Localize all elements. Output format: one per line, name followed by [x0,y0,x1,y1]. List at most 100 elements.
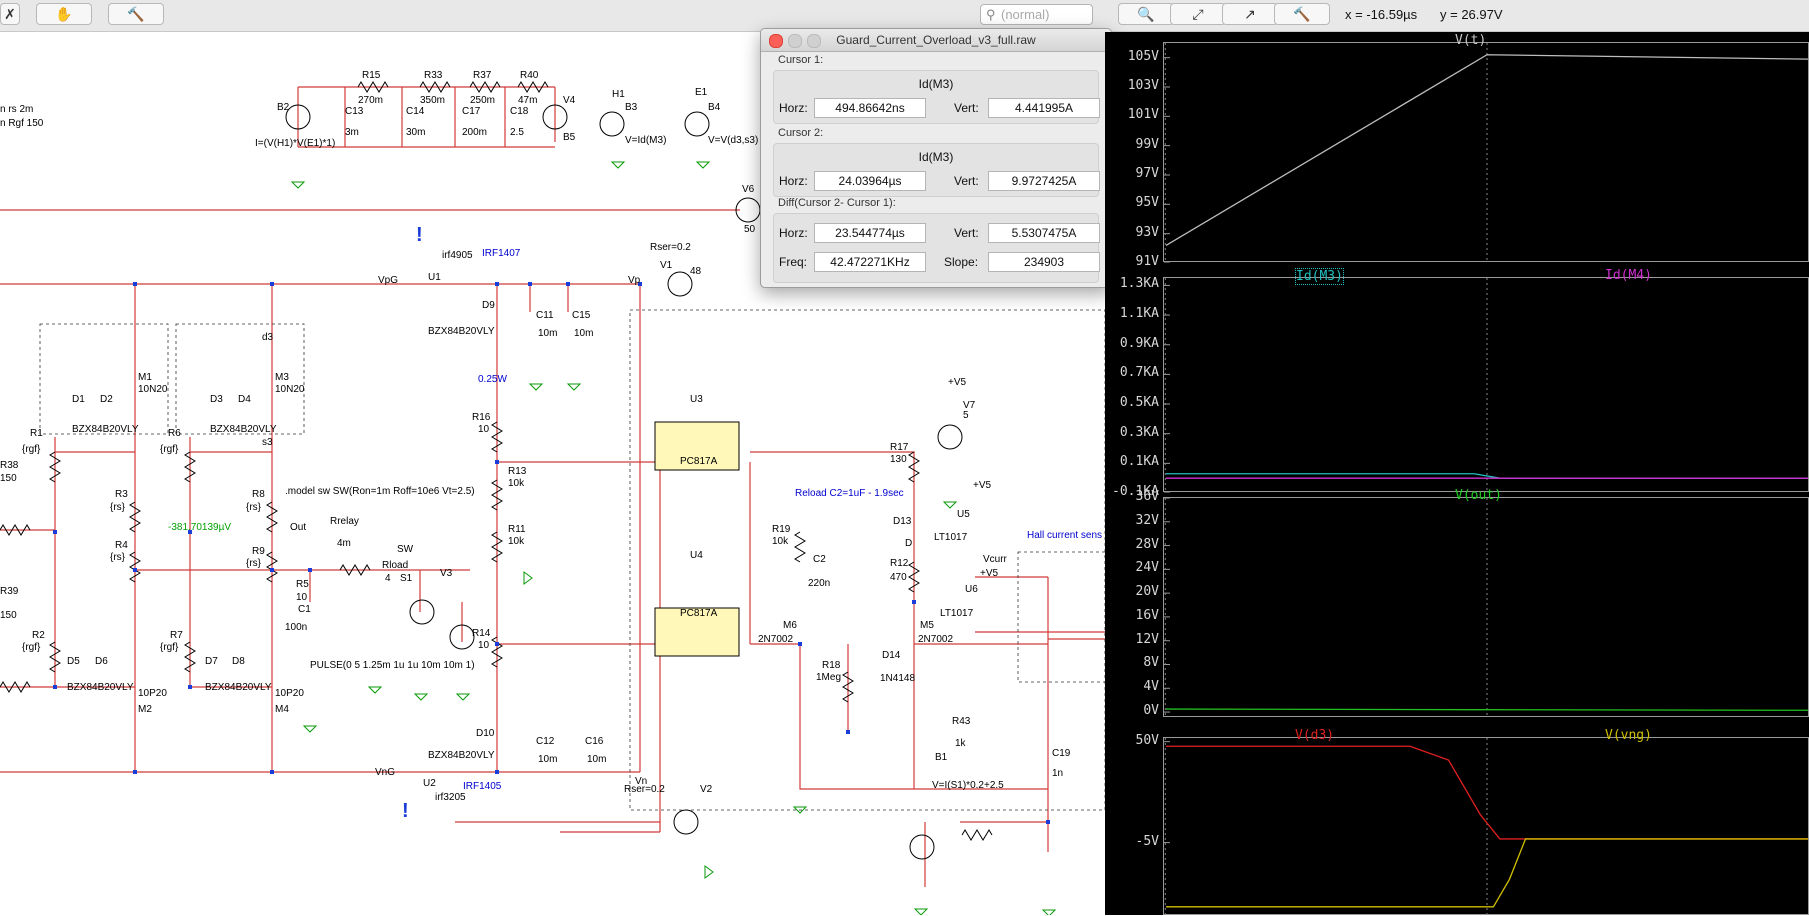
schematic-label[interactable]: M5 [920,620,934,631]
schematic-label[interactable]: 48 [690,266,702,277]
trace-name[interactable]: Id(M4) [1605,268,1652,283]
schematic-label[interactable]: U1 [428,272,441,283]
schematic-label[interactable]: M3 [275,372,289,383]
schematic-label[interactable]: Vp [628,275,641,286]
schematic-label[interactable]: R3 [115,489,128,500]
schematic-label[interactable]: 10k [508,478,525,489]
schematic-label[interactable]: irf3205 [435,792,466,803]
schematic-label[interactable]: {rgf} [22,642,41,653]
search-input[interactable]: ⚲ (normal) [980,4,1093,25]
schematic-label[interactable]: 10m [587,754,607,765]
schematic-label[interactable]: U4 [690,550,703,561]
schematic-label[interactable]: V=I(S1)*0.2+2.5 [932,780,1004,791]
schematic-label[interactable]: R15 [362,70,381,81]
waveform-pane[interactable] [1163,497,1809,718]
schematic-label[interactable]: R43 [952,716,971,727]
schematic-label[interactable]: irf4905 [442,250,473,261]
schematic-label[interactable]: {rs} [246,558,262,569]
schematic-label[interactable]: 1k [955,738,966,749]
schematic-label[interactable]: {rs} [246,502,262,513]
minimize-icon[interactable] [788,34,802,48]
schematic-label[interactable]: R9 [252,546,265,557]
schematic-label[interactable]: V=V(d3,s3) [708,135,759,146]
schematic-label[interactable]: D [905,538,913,549]
schematic-label[interactable]: +V5 [973,480,992,491]
cursor1-vert-field[interactable]: 4.441995A [988,98,1100,118]
schematic-label[interactable]: 2.5 [510,127,524,138]
schematic-label[interactable]: D14 [882,650,901,661]
schematic-label[interactable]: Out [290,522,307,533]
schematic-label[interactable]: B5 [563,132,576,143]
schematic-label[interactable]: R1 [30,428,43,439]
schematic-label[interactable]: C16 [585,736,604,747]
schematic-label[interactable]: R7 [170,630,183,641]
trace-name[interactable]: V(vng) [1605,728,1652,743]
schematic-label[interactable]: 470 [890,572,907,583]
schematic-label[interactable]: D3 [210,394,223,405]
schematic-label[interactable]: B4 [708,102,721,113]
schematic-label[interactable]: PC817A [680,608,718,619]
zoom-icon[interactable] [807,34,821,48]
schematic-label[interactable]: M1 [138,372,152,383]
schematic-label[interactable]: V7 [963,400,976,411]
schematic-label[interactable]: Rrelay [330,516,359,527]
schematic-label[interactable]: D5 [67,656,80,667]
diff-slope-field[interactable]: 234903 [988,252,1100,272]
schematic-label[interactable]: R17 [890,442,909,453]
schematic-label[interactable]: BZX84B20VLY [205,682,272,693]
schematic-label[interactable]: R40 [520,70,539,81]
schematic-label[interactable]: C1 [298,604,311,615]
schematic-label[interactable]: R12 [890,558,909,569]
schematic-label[interactable]: 10N20 [138,384,168,395]
schematic-label[interactable]: {rs} [110,502,126,513]
schematic-label[interactable]: 220n [808,578,831,589]
schematic-label[interactable]: PULSE(0 5 1.25m 1u 1u 10m 10m 1) [310,660,475,671]
schematic-label[interactable]: d3 [262,332,274,343]
schematic-label[interactable]: R16 [472,412,491,423]
schematic-label[interactable]: BZX84B20VLY [72,424,139,435]
cursor-dialog[interactable]: Guard_Current_Overload_v3_full.raw Curso… [760,28,1112,288]
schematic-label[interactable]: Rload [382,560,409,571]
schematic-label[interactable]: R33 [424,70,443,81]
schematic-label[interactable]: E1 [695,87,708,98]
schematic-label[interactable]: LT1017 [934,532,968,543]
trace-name[interactable]: V(t) [1455,33,1487,48]
schematic-label[interactable]: B2 [277,102,290,113]
schematic-label[interactable]: LT1017 [940,608,974,619]
schematic-label[interactable]: R5 [296,579,309,590]
schematic-label[interactable]: 30m [406,127,426,138]
schematic-label[interactable]: V6 [742,184,755,195]
schematic-label[interactable]: 100n [285,622,308,633]
schematic-label[interactable]: D2 [100,394,113,405]
schematic-label[interactable]: 350m [420,95,446,106]
schematic-label[interactable]: S1 [400,573,413,584]
schematic-label[interactable]: V=Id(M3) [625,135,667,146]
schematic-label[interactable]: n rs 2m [0,104,34,115]
schematic-label[interactable]: 10 [478,424,490,435]
schematic-label[interactable]: 10 [296,592,308,603]
schematic-label[interactable]: 270m [358,95,384,106]
schematic-label[interactable]: 1n [1052,768,1064,779]
schematic-label[interactable]: BZX84B20VLY [67,682,134,693]
schematic-label[interactable]: V3 [440,568,453,579]
schematic-label[interactable]: 10k [772,536,789,547]
schematic-label[interactable]: Reload C2=1uF - 1.9sec [795,488,904,499]
schematic-label[interactable]: R14 [472,628,491,639]
schematic-label[interactable]: 200m [462,127,488,138]
schematic-label[interactable]: Vcurr [983,554,1007,565]
schematic-label[interactable]: R37 [473,70,492,81]
schematic-label[interactable]: C17 [462,106,481,117]
schematic-label[interactable]: 10P20 [138,688,167,699]
schematic-label[interactable]: 10m [538,328,558,339]
waveform-pane[interactable] [1163,42,1809,263]
schematic-label[interactable]: n Rgf 150 [0,118,44,129]
schematic-label[interactable]: 3m [345,127,359,138]
schematic-label[interactable]: 2N7002 [918,634,954,645]
schematic-label[interactable]: Rser=0.2 [624,784,665,795]
schematic-label[interactable]: SW [397,544,414,555]
schematic-label[interactable]: 10m [538,754,558,765]
schematic-label[interactable]: 150 [0,610,17,621]
cursor1-horz-field[interactable]: 494.86642ns [814,98,926,118]
schematic-label[interactable]: C15 [572,310,591,321]
